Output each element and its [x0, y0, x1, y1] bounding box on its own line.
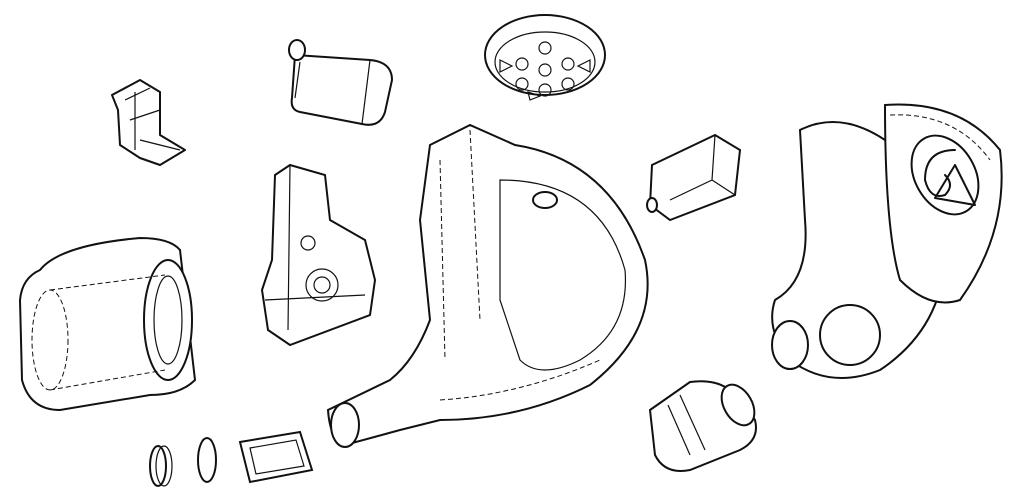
main-shell-part	[326, 123, 649, 448]
filter-part	[238, 430, 314, 484]
eartip-part	[18, 236, 197, 412]
driver-part	[484, 14, 606, 101]
receiver-part-right	[646, 133, 742, 222]
o-rings-part	[149, 437, 217, 487]
receiver-part-top	[288, 39, 394, 126]
logo-64	[910, 134, 980, 216]
nozzle-part	[648, 380, 757, 472]
crossover-part	[111, 79, 186, 166]
faceplate-part	[771, 103, 1003, 379]
bracket-part	[260, 163, 377, 347]
